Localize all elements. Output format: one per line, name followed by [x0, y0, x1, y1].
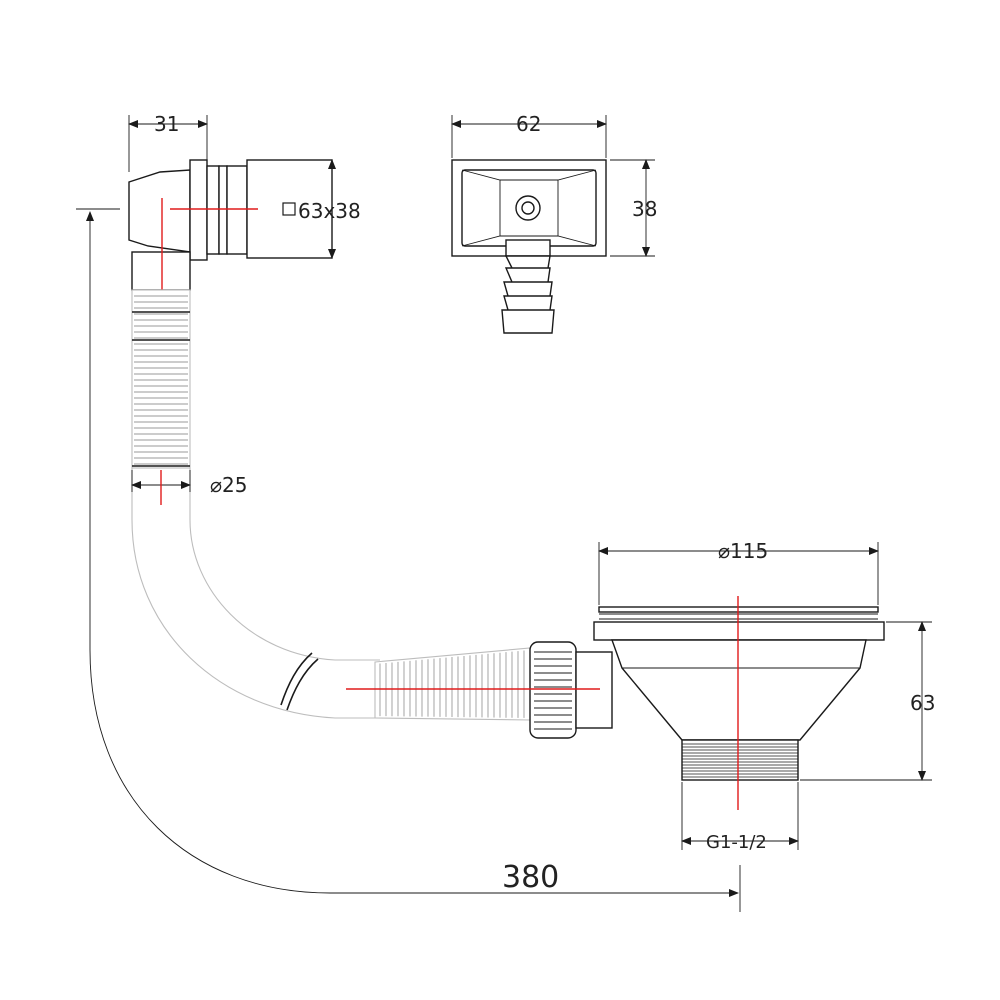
- dim-label-63: 63: [910, 691, 935, 715]
- overflow-flange: [189, 159, 208, 261]
- dim-label-62: 62: [516, 112, 541, 136]
- dim-label-115: ⌀115: [718, 539, 768, 563]
- strainer-bowl: [611, 639, 867, 741]
- dim-label-31: 31: [154, 112, 179, 136]
- hose: ⌀25: [131, 289, 531, 721]
- overflow-body: [128, 169, 191, 253]
- overall-length-dim: 380: [76, 208, 741, 912]
- dim-label-63x38: 63x38: [298, 199, 361, 223]
- hose-outer-edge: [131, 468, 380, 719]
- overflow-side-view: 31 63x38: [128, 112, 361, 291]
- overflow-outlet: [131, 251, 191, 291]
- strainer-flange: [593, 621, 885, 641]
- dim-label-25: ⌀25: [210, 473, 248, 497]
- dim-label-thread: G1-1/2: [706, 832, 767, 853]
- coupling-nut: [529, 641, 613, 739]
- overflow-front-view: 62 38: [451, 112, 657, 334]
- dim-label-380: 380: [502, 860, 559, 895]
- dim-label-38: 38: [632, 197, 657, 221]
- basket-strainer: ⌀115 63 G1-1/2: [593, 539, 935, 853]
